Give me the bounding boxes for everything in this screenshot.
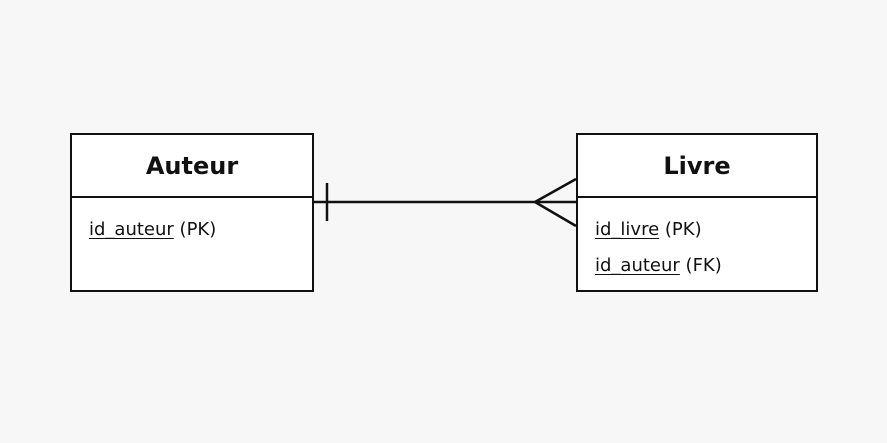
attribute-key: (PK) [664,219,702,240]
many-cardinality-prong-lower [534,200,577,228]
attribute-name: id_auteur [595,255,680,276]
attribute-row: id_livre (PK) [595,212,816,248]
entity-auteur: Auteur id_auteur (PK) [70,133,314,292]
entity-auteur-title: Auteur [72,135,312,198]
attribute-row: id_auteur (FK) [595,248,816,284]
many-cardinality-prong-upper [534,177,577,204]
entity-auteur-attributes: id_auteur (PK) [72,198,312,248]
entity-livre-title: Livre [578,135,816,198]
entity-livre-attributes: id_livre (PK) id_auteur (FK) [578,198,816,284]
attribute-key: (PK) [179,219,217,240]
attribute-name: id_livre [595,219,660,240]
attribute-key: (FK) [685,255,722,276]
attribute-name: id_auteur [89,219,174,240]
entity-livre: Livre id_livre (PK) id_auteur (FK) [576,133,818,292]
attribute-row: id_auteur (PK) [89,212,312,248]
